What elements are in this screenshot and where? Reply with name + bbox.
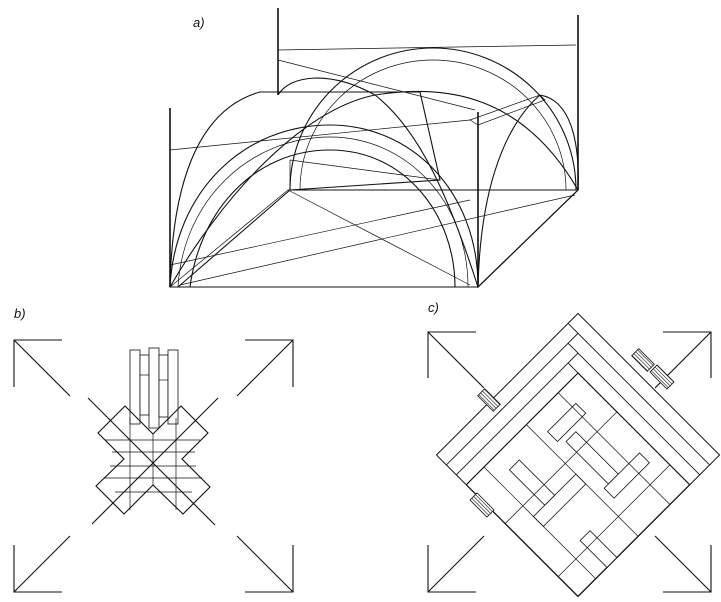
panel-b-corners — [13, 339, 294, 593]
panel-b-brick-joints — [104, 418, 202, 510]
panel-b-brick-column — [129, 347, 179, 429]
back-barrel-arch — [289, 47, 577, 191]
panel-c-hatched-courses — [465, 372, 691, 598]
panel-a: a) — [169, 8, 579, 289]
groin-rib-2 — [277, 77, 479, 288]
groin-rib-1 — [169, 90, 579, 288]
panel-b-diagonal-2 — [91, 397, 219, 525]
panel-b-label: b) — [14, 306, 26, 321]
panel-c-brick-grid — [435, 312, 721, 598]
panel-b-diagonal-1 — [87, 397, 216, 526]
panel-c-edge-bricks — [469, 348, 675, 518]
base-guides — [169, 44, 579, 288]
right-barrel-vault — [477, 94, 579, 289]
panel-c-label: c) — [428, 300, 439, 315]
front-arch — [169, 124, 479, 288]
panel-a-label: a) — [193, 15, 205, 30]
panel-c: c) — [427, 300, 721, 598]
panel-b: b) — [13, 306, 294, 593]
left-barrel-vault — [169, 91, 441, 288]
